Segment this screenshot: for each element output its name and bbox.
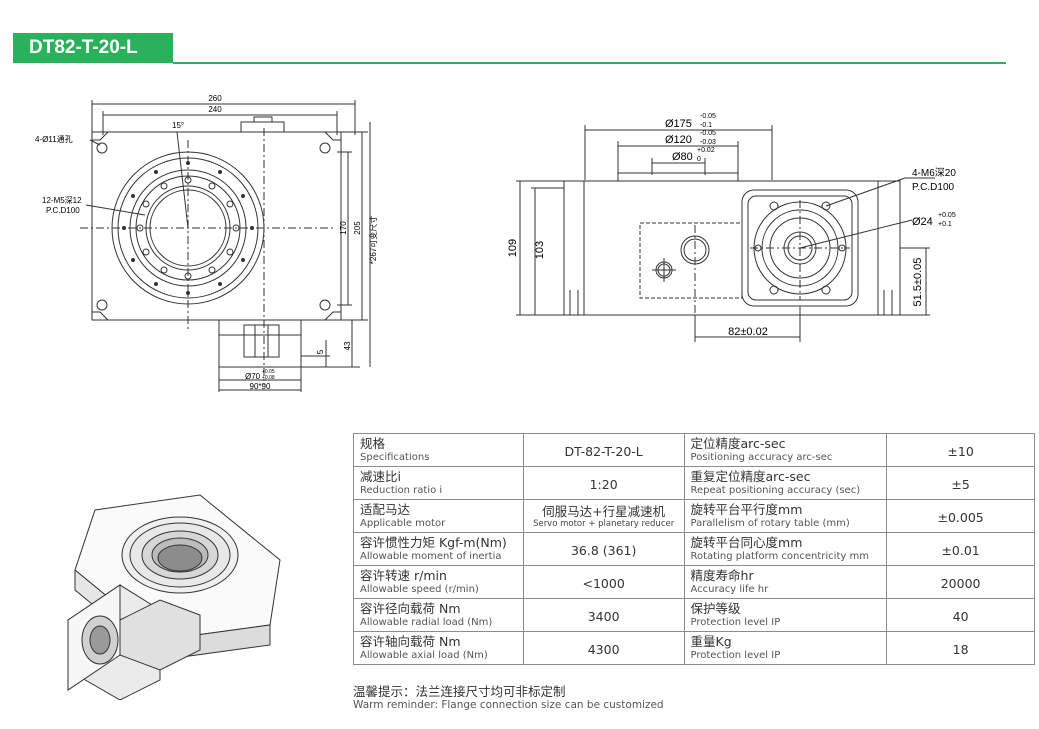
spec-label-en: Specifications — [360, 452, 430, 463]
spec-label-en: Repeat positioning accuracy (sec) — [690, 485, 861, 496]
d80-base: Ø80 — [672, 151, 693, 163]
dim-70-base: Ø70 — [245, 372, 261, 381]
spec-label-en: Allowable moment of inertia — [360, 551, 502, 562]
spec-value: 伺服马达+行星减速机 — [542, 503, 666, 519]
dim-70-tol-up: +0.05 — [262, 369, 275, 375]
spec-label-zh: 容许轴向载荷 Nm — [360, 634, 461, 649]
m6-note-1: 4-M6深20 — [912, 167, 956, 179]
d24-tol-up: +0.05 — [938, 212, 956, 219]
d24-base: Ø24 — [912, 216, 933, 228]
spec-value: 36.8 (361) — [570, 542, 637, 558]
d120-tol-down: -0.03 — [700, 139, 716, 146]
spec-label-en: Rotating platform concentricity mm — [690, 551, 869, 562]
d24-tol-down: +0.1 — [938, 221, 952, 228]
spec-value: ±10 — [947, 443, 974, 459]
d120-tol-up: -0.05 — [700, 130, 716, 137]
dim-205: 205 — [353, 221, 362, 235]
table-row: 容许惯性力矩 Kgf-m(Nm)Allowable moment of iner… — [353, 532, 1035, 566]
d175-tol-down: -0.1 — [700, 122, 712, 129]
spec-label-zh: 重复定位精度arc-sec — [690, 469, 811, 484]
spec-label-zh: 适配马达 — [360, 502, 411, 517]
m6-note-2: P.C.D100 — [912, 182, 955, 193]
side-view-drawing: Ø175 -0.05 -0.1 Ø120 -0.05 -0.03 Ø80 +0.… — [507, 113, 956, 342]
spec-label-en: Positioning accuracy arc-sec — [690, 452, 833, 463]
dim-90: 90*90 — [250, 382, 271, 391]
d175-base: Ø175 — [665, 118, 692, 130]
spec-label-zh: 保护等级 — [690, 601, 741, 616]
spec-value: DT-82-T-20-L — [564, 443, 643, 459]
dim-70-tol-down: +0.08 — [262, 375, 275, 381]
spec-label-en: Applicable motor — [360, 518, 446, 529]
hole-note: 4-Ø11通孔 — [35, 134, 73, 144]
reminder-zh: 温馨提示：法兰连接尺寸均可非标定制 — [353, 684, 566, 699]
spec-label-zh: 容许转速 r/min — [360, 568, 447, 583]
spec-label-en: Parallelism of rotary table (mm) — [690, 518, 850, 529]
d175-tol-up: -0.05 — [700, 113, 716, 120]
spec-label-zh: 定位精度arc-sec — [690, 436, 786, 451]
spec-label-zh: 旋转平台平行度mm — [690, 502, 803, 517]
spec-label-en: Reduction ratio i — [360, 485, 443, 496]
isometric-view — [67, 494, 281, 700]
spec-value: 40 — [952, 608, 969, 624]
dim-5: 5 — [316, 349, 325, 354]
dim-267: *267可变尺寸 — [368, 216, 378, 264]
spec-value: 1:20 — [589, 476, 618, 492]
spec-value: <1000 — [582, 575, 625, 591]
spec-label-en: Allowable radial load (Nm) — [360, 617, 493, 628]
spec-label-zh: 容许径向载荷 Nm — [360, 601, 461, 616]
thread-note-1: 12-M5深12 — [42, 196, 82, 205]
spec-value: 3400 — [587, 608, 620, 624]
dim-240: 240 — [208, 105, 222, 114]
top-view-drawing: 260 240 15° 4-Ø11通孔 12-M5深12 P.C.D100 17… — [35, 94, 378, 392]
d80-tol-up: +0.02 — [697, 147, 715, 154]
spec-value: 20000 — [940, 575, 981, 591]
spec-label-zh: 规格 — [360, 436, 386, 451]
spec-label-zh: 旋转平台同心度mm — [690, 535, 803, 550]
angle-15: 15° — [172, 121, 184, 130]
dim-260: 260 — [208, 94, 222, 103]
spec-label-en: Protection level IP — [690, 617, 781, 628]
dim-43: 43 — [343, 341, 352, 350]
spec-label-en: Allowable axial load (Nm) — [360, 650, 488, 661]
spec-label-zh: 精度寿命hr — [690, 568, 754, 583]
thread-note-2: P.C.D100 — [46, 206, 80, 215]
d80-tol-down: 0 — [697, 156, 701, 163]
spec-label-en: Allowable speed (r/min) — [360, 584, 479, 595]
spec-label-zh: 减速比i — [360, 469, 401, 484]
spec-value: 4300 — [587, 641, 620, 657]
dim-170: 170 — [339, 221, 348, 235]
dim-109: 109 — [507, 239, 519, 257]
spec-label-zh: 容许惯性力矩 Kgf-m(Nm) — [360, 535, 507, 550]
spec-label-en: Accuracy life hr — [690, 584, 769, 595]
dim-51-5: 51.5±0.05 — [912, 258, 924, 307]
warm-reminder: 温馨提示：法兰连接尺寸均可非标定制 Warm reminder: Flange … — [353, 684, 664, 712]
d120-base: Ø120 — [665, 134, 692, 146]
dim-82: 82±0.02 — [728, 326, 768, 338]
model-title: DT82-T-20-L — [13, 33, 173, 63]
spec-label-en: Protection level IP — [690, 650, 781, 661]
spec-value: ±5 — [951, 476, 970, 492]
reminder-en: Warm reminder: Flange connection size ca… — [353, 699, 664, 711]
spec-value: 18 — [952, 641, 969, 657]
dim-103: 103 — [534, 241, 546, 259]
title-divider — [173, 62, 1006, 64]
spec-value: ±0.005 — [937, 509, 984, 525]
spec-label-zh: 重量Kg — [690, 634, 732, 649]
spec-value-sub: Servo motor + planetary reducer — [533, 518, 675, 529]
spec-value: ±0.01 — [941, 542, 980, 558]
